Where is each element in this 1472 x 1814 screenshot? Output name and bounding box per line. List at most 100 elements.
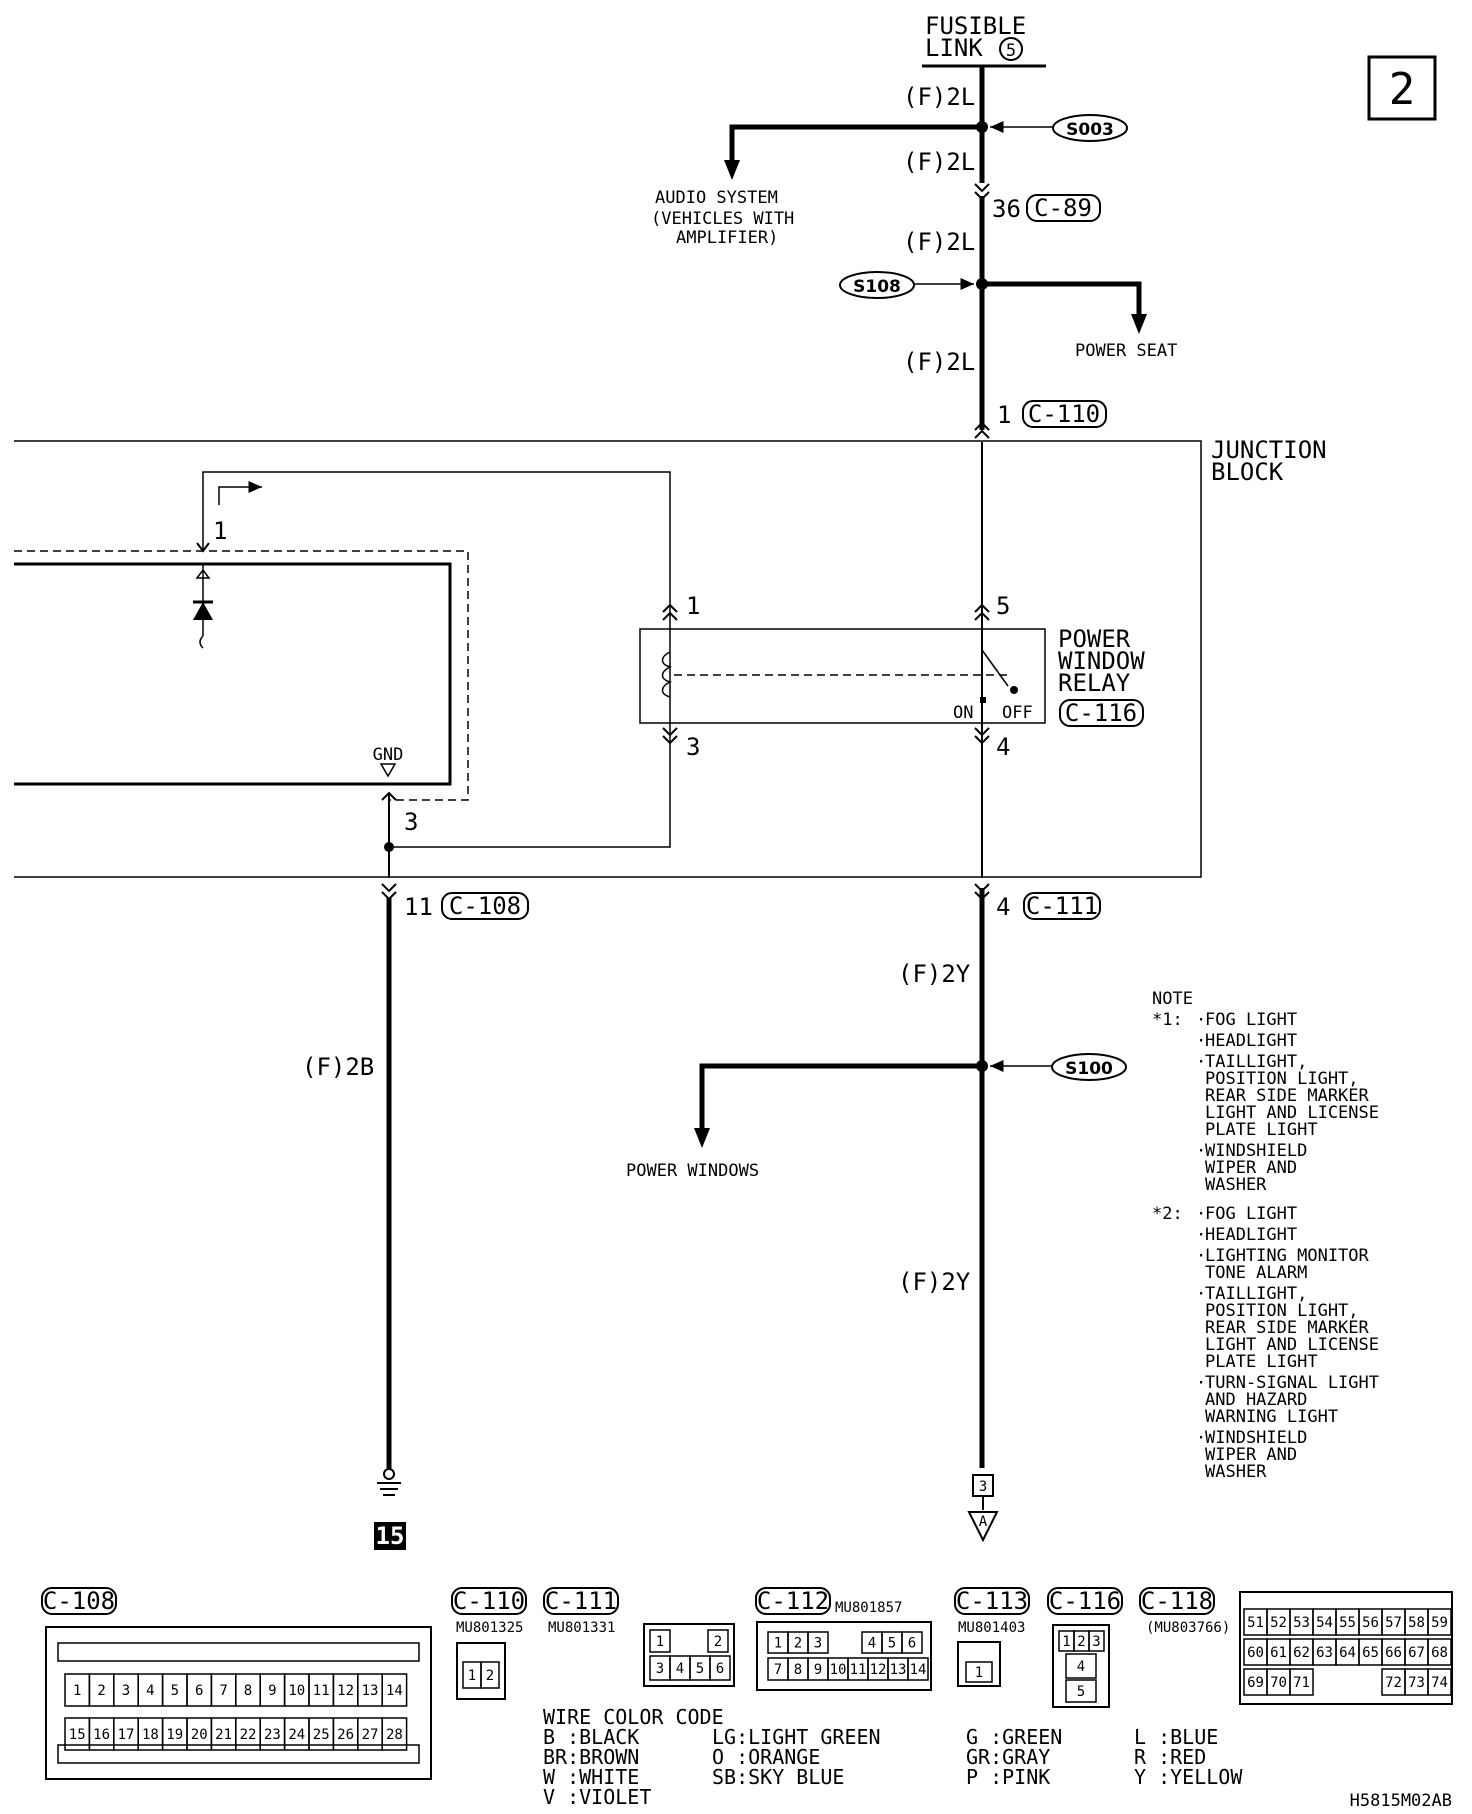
connector-pin-number: 63 [1316, 1645, 1333, 1661]
connector-pin [901, 1631, 923, 1654]
connector-pin-number: 56 [1362, 1615, 1379, 1631]
connector-pin-number: 13 [362, 1683, 379, 1699]
svg-text:C-89: C-89 [1034, 194, 1092, 222]
connector-c118-body [1239, 1591, 1453, 1705]
splice-s100: S100 [976, 1053, 1127, 1081]
wire-color-code: WIRE COLOR CODE B :BLACK BR:BROWN W :WHI… [543, 1705, 1243, 1809]
note-bullet: · [1196, 1246, 1206, 1266]
connector-pin-number: 25 [313, 1727, 330, 1743]
note-bullet: · [1196, 1031, 1206, 1051]
svg-text:LINK: LINK [925, 34, 983, 62]
connector-pin-number: 9 [268, 1683, 276, 1699]
connector-tag-label: C-116 [1049, 1587, 1121, 1615]
power-window-relay: 1 3 5 4 ON OFF POWER WINDOW RELAY C-116 [639, 592, 1145, 761]
connector-pin [1427, 1668, 1452, 1696]
connector-pin-number: 4 [146, 1683, 154, 1699]
connector-pin-number: 28 [386, 1727, 403, 1743]
connector-pin-number: 51 [1247, 1615, 1264, 1631]
svg-text:BR:BROWN: BR:BROWN [543, 1745, 639, 1769]
connector-pin-number: 18 [142, 1727, 159, 1743]
connector-pin-number: 20 [191, 1727, 208, 1743]
svg-text:C-108: C-108 [449, 892, 521, 920]
connector-pin-number: 6 [908, 1636, 916, 1652]
svg-text:3: 3 [686, 733, 700, 761]
connector-pin-number: 11 [850, 1662, 867, 1678]
connector-pin [807, 1631, 829, 1654]
connector-pin-number: 10 [288, 1683, 305, 1699]
note-item: TURN-SIGNAL LIGHT [1205, 1373, 1379, 1393]
connector-c111-marker: 4 C-111 [974, 883, 1101, 921]
svg-text:V :VIOLET: V :VIOLET [543, 1785, 651, 1809]
note-star2: *2: [1152, 1204, 1183, 1224]
connector-pin-number: 71 [1293, 1675, 1310, 1691]
svg-text:36: 36 [992, 195, 1021, 223]
connector-part-number: MU801325 [456, 1620, 523, 1636]
svg-text:G :GREEN: G :GREEN [966, 1725, 1062, 1749]
svg-text:R :RED: R :RED [1134, 1745, 1206, 1769]
connector-pin-number: 2 [794, 1636, 802, 1652]
svg-text:ON: ON [953, 703, 973, 723]
left-module: 1 GND 3 [14, 471, 671, 878]
connector-pin-number: 1 [73, 1683, 81, 1699]
connector-pin-number: 55 [1339, 1615, 1356, 1631]
svg-text:GND: GND [373, 745, 404, 765]
note-item: PLATE LIGHT [1205, 1120, 1318, 1140]
note-item: WASHER [1205, 1175, 1267, 1195]
connector-pin [1088, 1630, 1105, 1652]
note-item: POSITION LIGHT, [1205, 1069, 1359, 1089]
connector-tag-label: C-111 [545, 1587, 617, 1615]
connector-pin-number: 14 [910, 1662, 927, 1678]
connector-pin-number: 57 [1385, 1615, 1402, 1631]
connector-pin [1289, 1668, 1314, 1696]
note-item: POSITION LIGHT, [1205, 1301, 1359, 1321]
connector-pin-number: 8 [794, 1662, 802, 1678]
note-item: WINDSHIELD [1205, 1141, 1307, 1161]
wire-label-f2l-2: (F)2L [903, 148, 975, 176]
note-bullet: · [1196, 1225, 1206, 1245]
connector-tag-label: C-113 [956, 1587, 1028, 1615]
connector-pin-number: 12 [337, 1683, 354, 1699]
connector-tag [41, 1587, 117, 1615]
connector-c108-body [45, 1626, 432, 1780]
connector-pin-number: 5 [1077, 1684, 1085, 1700]
connector-tag-label: C-110 [453, 1587, 525, 1615]
connector-pin-number: 13 [890, 1662, 907, 1678]
connector-pin [1065, 1653, 1097, 1679]
connector-tag [1139, 1587, 1215, 1615]
note-item: PLATE LIGHT [1205, 1352, 1318, 1372]
connector-pin-number: 1 [1062, 1634, 1070, 1650]
note-bullet: · [1196, 1373, 1206, 1393]
connector-c108-latch [57, 1642, 420, 1662]
connector-pin-number: 3 [814, 1636, 822, 1652]
note-bullet: · [1196, 1284, 1206, 1304]
connector-pin-number: 5 [696, 1661, 704, 1677]
connector-pin-number: 24 [288, 1727, 305, 1743]
connector-pin [381, 1717, 408, 1751]
connector-pin-number: 19 [166, 1727, 183, 1743]
connector-pin-number: 23 [264, 1727, 281, 1743]
svg-text:BLOCK: BLOCK [1211, 458, 1284, 486]
connector-pin-number: 67 [1408, 1645, 1425, 1661]
svg-text:*1:: *1: [1152, 1010, 1183, 1030]
connector-c110-body [456, 1642, 506, 1700]
svg-text:C-110: C-110 [1028, 400, 1100, 428]
wire-label-f2l-4: (F)2L [903, 348, 975, 376]
svg-text:C-116: C-116 [1065, 699, 1137, 727]
connector-c113-body [957, 1641, 1001, 1687]
note-bullet: · [1196, 1141, 1206, 1161]
note-item: WINDSHIELD [1205, 1428, 1307, 1448]
svg-text:5: 5 [1006, 41, 1016, 61]
connector-tag-label: C-118 [1141, 1587, 1213, 1615]
note-item: LIGHT AND LICENSE [1205, 1335, 1379, 1355]
connector-c116-body [1052, 1624, 1110, 1708]
connector-pin-number: 2 [1077, 1634, 1085, 1650]
connector-pin [709, 1655, 731, 1681]
svg-text:WINDOW: WINDOW [1058, 647, 1145, 675]
connector-pin-number: 3 [122, 1683, 130, 1699]
connector-pin-number: 15 [69, 1727, 86, 1743]
connector-tag-label: C-112 [757, 1587, 829, 1615]
connector-pin-number: 9 [814, 1662, 822, 1678]
connector-part-number: MU801857 [835, 1600, 902, 1616]
